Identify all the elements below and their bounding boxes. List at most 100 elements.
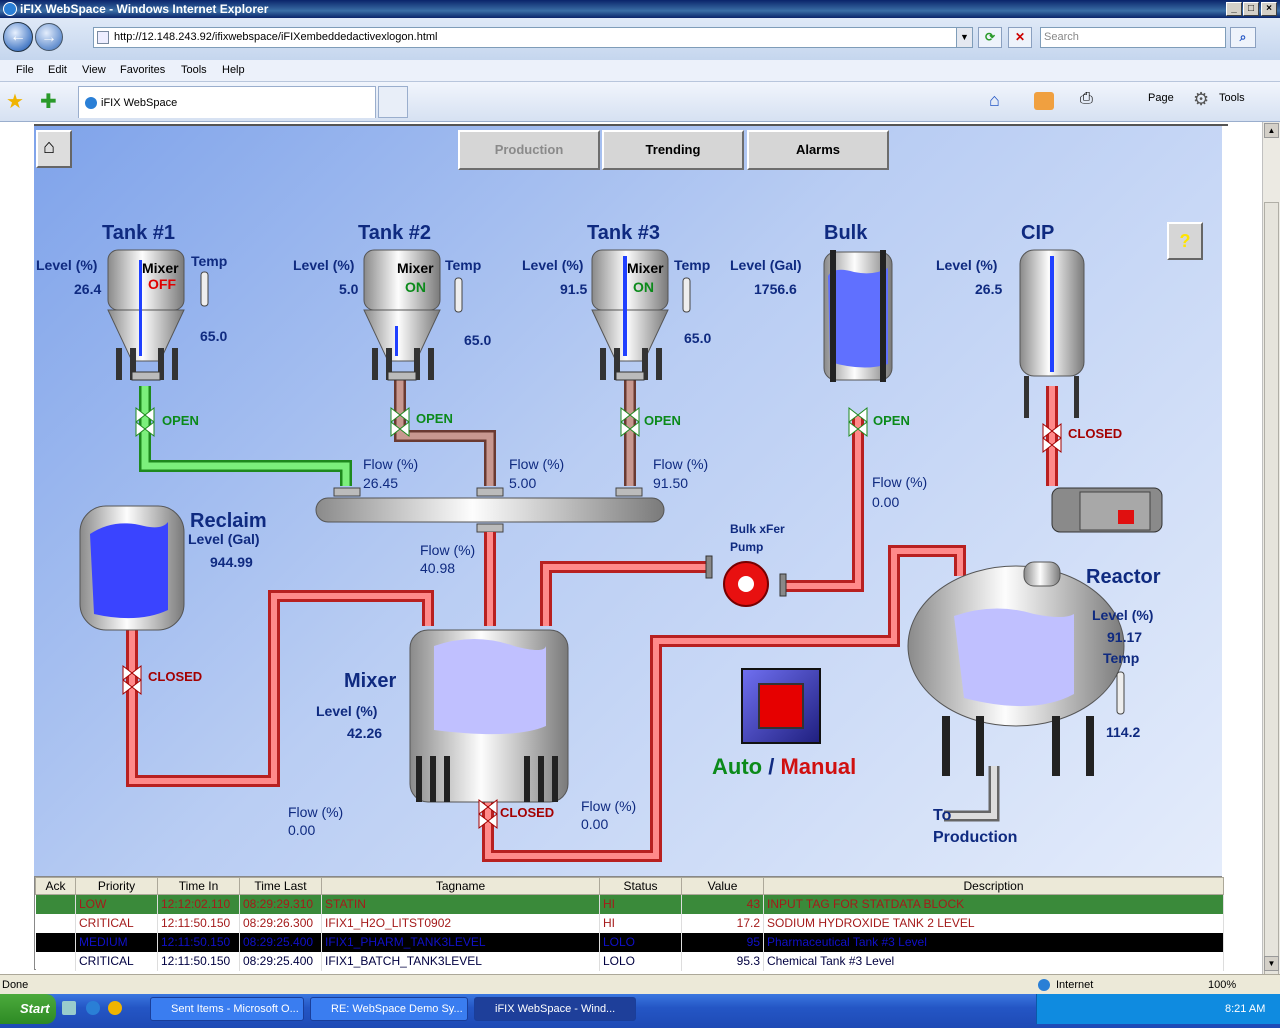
col-time-in[interactable]: Time In: [157, 877, 240, 895]
alarm-summary-table[interactable]: Ack Priority Time In Time Last Tagname S…: [34, 876, 1224, 971]
close-button[interactable]: ×: [1261, 2, 1277, 16]
mixer-outflow-label: Flow (%): [581, 798, 637, 814]
back-button[interactable]: ←: [3, 22, 33, 52]
scroll-thumb[interactable]: [1264, 202, 1279, 982]
tab-ifix-webspace[interactable]: iFIX WebSpace: [78, 86, 376, 118]
cell-status: LOLO: [599, 932, 682, 952]
cip-title: CIP: [1021, 222, 1055, 244]
table-row[interactable]: MEDIUM 12:11:50.150 08:29:25.400 IFIX1_P…: [35, 932, 1224, 952]
outlook-quicklaunch-icon[interactable]: [108, 1001, 122, 1015]
add-favorite-icon[interactable]: ✚: [40, 91, 57, 113]
task-sent-items[interactable]: Sent Items - Microsoft O...: [150, 997, 304, 1021]
address-dropdown-icon[interactable]: ▼: [956, 28, 972, 47]
cell-tagname: IFIX1_BATCH_TANK3LEVEL: [321, 951, 600, 971]
page-menu[interactable]: Page: [1148, 92, 1174, 104]
cell-time-last: 08:29:25.400: [239, 951, 322, 971]
col-ack[interactable]: Ack: [35, 877, 76, 895]
col-priority[interactable]: Priority: [75, 877, 158, 895]
bulk-valve-status[interactable]: OPEN: [873, 413, 910, 428]
forward-arrow-icon: →: [41, 29, 57, 46]
alarms-button[interactable]: Alarms: [747, 130, 889, 170]
reactor-title: Reactor: [1086, 566, 1161, 588]
ie-quicklaunch-icon[interactable]: [86, 1001, 100, 1015]
home-button[interactable]: ⌂: [36, 130, 72, 168]
mode-separator: /: [768, 754, 775, 779]
menu-file[interactable]: File: [16, 64, 34, 76]
reclaim-title: Reclaim: [190, 510, 267, 532]
reclaim-flow-label: Flow (%): [288, 804, 344, 820]
maximize-button[interactable]: □: [1243, 2, 1259, 16]
tank1-mixer-state[interactable]: OFF: [148, 276, 176, 292]
new-tab-button[interactable]: [378, 86, 408, 118]
tank2-mixer-state[interactable]: ON: [405, 279, 426, 295]
tank3-mixer-state[interactable]: ON: [633, 279, 654, 295]
cell-description: Pharmaceutical Tank #3 Level: [763, 932, 1224, 952]
scroll-up-icon[interactable]: ▲: [1264, 123, 1279, 138]
forward-button[interactable]: →: [35, 23, 63, 51]
gear-icon: ⚙: [1193, 89, 1210, 109]
mixer-inflow-label: Flow (%): [420, 542, 476, 558]
menu-view[interactable]: View: [82, 64, 106, 76]
cell-description: INPUT TAG FOR STATDATA BLOCK: [763, 894, 1224, 914]
col-description[interactable]: Description: [763, 877, 1224, 895]
col-status[interactable]: Status: [599, 877, 682, 895]
col-value[interactable]: Value: [681, 877, 764, 895]
tank1-vessel: [107, 249, 185, 381]
cip-valve-status[interactable]: CLOSED: [1068, 426, 1123, 441]
tank3-level-value: 91.5: [560, 281, 588, 297]
tank1-valve-status[interactable]: OPEN: [162, 413, 199, 428]
menu-tools[interactable]: Tools: [181, 64, 207, 76]
menu-edit[interactable]: Edit: [48, 64, 67, 76]
mode-manual-label: Manual: [780, 754, 857, 779]
cell-ack: [35, 951, 76, 971]
menu-favorites[interactable]: Favorites: [120, 64, 166, 76]
trending-button[interactable]: Trending: [602, 130, 744, 170]
tank3-valve-status[interactable]: OPEN: [644, 413, 681, 428]
tank2-valve-status[interactable]: OPEN: [416, 411, 453, 426]
table-row[interactable]: CRITICAL 12:11:50.150 08:29:26.300 IFIX1…: [35, 913, 1224, 933]
mixer-valve-status[interactable]: CLOSED: [500, 805, 555, 820]
cell-value: 95.3: [681, 951, 764, 971]
menu-help[interactable]: Help: [222, 64, 245, 76]
table-row[interactable]: CRITICAL 12:11:50.150 08:29:25.400 IFIX1…: [35, 951, 1224, 971]
address-bar[interactable]: http://12.148.243.92/ifixwebspace/iFIXem…: [93, 27, 973, 48]
reclaim-valve-status[interactable]: CLOSED: [148, 669, 203, 684]
favorites-star-icon[interactable]: ★: [6, 91, 24, 113]
cell-time-last: 08:29:26.300: [239, 913, 322, 933]
bulk-xfer-pump[interactable]: [690, 536, 770, 626]
tank1-flow-label: Flow (%): [363, 456, 419, 472]
scroll-down-icon[interactable]: ▼: [1264, 956, 1279, 971]
tank2-level-label: Level (%): [293, 257, 355, 273]
help-button[interactable]: ?: [1167, 222, 1203, 260]
minimize-button[interactable]: _: [1226, 2, 1242, 16]
print-icon[interactable]: ⎙: [1080, 90, 1093, 107]
home-icon[interactable]: ⌂: [989, 90, 1000, 110]
stop-button[interactable]: ✕: [1008, 27, 1032, 48]
table-row[interactable]: LOW 12:12:02.110 08:29:29.310 STATIN HI …: [35, 894, 1224, 914]
clock[interactable]: 8:21 AM: [1225, 1003, 1266, 1015]
feeds-icon[interactable]: [1034, 92, 1054, 110]
tank2-flow-value: 5.00: [509, 475, 537, 491]
quicklaunch-icon[interactable]: [62, 1001, 76, 1015]
zoom-level[interactable]: 100%: [1208, 979, 1237, 991]
hmi-display: ⌂ Production Trending Alarms ? Tank #1 L…: [34, 126, 1222, 876]
task-re-webspace[interactable]: RE: WebSpace Demo Sy...: [310, 997, 468, 1021]
bulk-flow-value: 0.00: [872, 494, 900, 510]
tank1-title: Tank #1: [102, 222, 175, 244]
search-icon[interactable]: ⌕: [1230, 27, 1256, 48]
auto-manual-toggle[interactable]: [741, 668, 821, 744]
task-ifix-webspace[interactable]: iFIX WebSpace - Wind...: [474, 997, 636, 1021]
tank1-temp-value: 65.0: [200, 328, 228, 344]
ie-icon: [3, 2, 17, 16]
reactor-outlet-line1: To: [933, 807, 952, 824]
col-tagname[interactable]: Tagname: [321, 877, 600, 895]
system-tray: 8:21 AM: [1036, 994, 1280, 1024]
tools-menu[interactable]: Tools: [1219, 92, 1245, 104]
production-button[interactable]: Production: [458, 130, 600, 170]
search-input[interactable]: Search: [1040, 27, 1226, 48]
vertical-scrollbar[interactable]: ▲ ▼: [1262, 122, 1280, 982]
col-time-last[interactable]: Time Last: [239, 877, 322, 895]
status-bar: Done Internet 100%: [0, 974, 1280, 994]
refresh-button[interactable]: ⟳: [978, 27, 1002, 48]
start-button[interactable]: Start: [0, 994, 56, 1024]
